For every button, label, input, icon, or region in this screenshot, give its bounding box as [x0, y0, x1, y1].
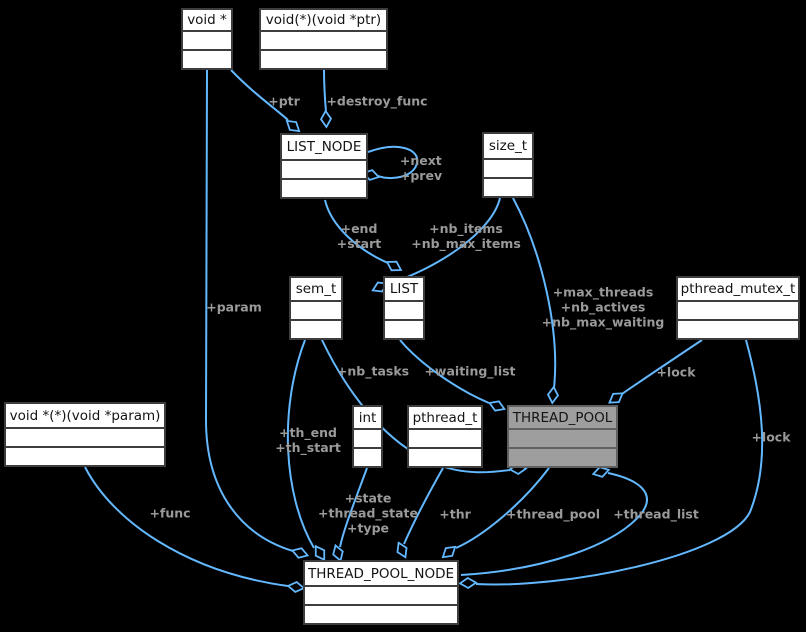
class-compartment	[484, 177, 532, 196]
class-compartment	[354, 447, 381, 466]
aggregation-diamond-thread-pool	[441, 545, 457, 559]
aggregation-diamond-thr	[396, 541, 408, 559]
class-box-list[interactable]: LIST	[383, 276, 425, 340]
edge-lock-pool	[621, 339, 703, 395]
class-title: LIST	[389, 281, 419, 297]
edge-destroy-func	[323, 69, 327, 113]
class-compartment	[678, 319, 798, 338]
class-box-size-t[interactable]: size_t	[482, 132, 534, 198]
class-compartment	[305, 604, 457, 623]
class-title: LIST_NODE	[286, 139, 362, 155]
edge-label-lock-pool: +lock	[656, 364, 696, 380]
class-title: int	[358, 409, 377, 426]
edge-label-next-prev: +next +prev	[399, 153, 443, 183]
class-compartment	[385, 319, 423, 338]
edge-label-state: +state +thread_state +type	[318, 490, 418, 536]
class-title: void(*)(void *ptr)	[265, 12, 382, 28]
edge-label-destroy-func: +destroy_func	[326, 93, 428, 109]
class-compartment	[385, 300, 423, 319]
edge-func	[84, 466, 289, 587]
edge-label-end-start: +end +start	[336, 221, 382, 251]
class-title: void *(*)(void *param)	[9, 407, 161, 424]
class-compartment	[282, 178, 366, 197]
edge-state	[339, 467, 368, 548]
edge-label-nb-items: +nb_items +nb_max_items	[411, 221, 521, 251]
edge-lock-node	[475, 339, 764, 586]
class-title: pthread_mutex_t	[680, 281, 796, 297]
edge-max-threads	[512, 197, 557, 389]
class-box-void-ptr[interactable]: void *	[181, 8, 233, 70]
class-box-thread-pool-node[interactable]: THREAD_POOL_NODE	[303, 560, 459, 625]
class-box-void-fn-ptr[interactable]: void(*)(void *ptr)	[259, 8, 388, 70]
edge-label-th-end-start: +th_end +th_start	[275, 425, 341, 455]
class-box-list-node[interactable]: LIST_NODE	[280, 133, 368, 199]
class-box-pthread-mutex-t[interactable]: pthread_mutex_t	[676, 276, 800, 340]
class-compartment	[409, 428, 481, 447]
class-box-sem-t[interactable]: sem_t	[289, 276, 343, 340]
aggregation-diamond-th	[314, 544, 326, 562]
aggregation-diamond-end-start	[385, 260, 403, 272]
edge-label-param: +param	[206, 299, 262, 315]
class-compartment	[484, 158, 532, 177]
class-compartment	[291, 319, 341, 338]
aggregation-diamond-destroy-func	[319, 109, 333, 129]
edge-thr	[403, 467, 444, 545]
edge-next-prev-selfloop	[367, 145, 419, 180]
edge-ptr	[230, 69, 289, 121]
edge-label-thread-list: +thread_list	[613, 506, 699, 522]
class-compartment	[354, 428, 381, 447]
aggregation-diamond-lock-pool	[608, 392, 624, 404]
class-compartment	[6, 446, 164, 465]
edge-th-end-start	[286, 339, 315, 549]
class-title: THREAD_POOL	[512, 409, 613, 426]
class-compartment	[6, 427, 164, 446]
class-title: pthread_t	[412, 409, 478, 426]
class-title: sem_t	[295, 281, 337, 297]
edge-thread-list	[460, 472, 648, 576]
class-box-void-fn-param[interactable]: void *(*)(void *param)	[4, 402, 166, 467]
edge-label-func: +func	[149, 505, 191, 521]
edge-label-lock-node: +lock	[751, 429, 791, 445]
class-compartment	[261, 49, 386, 68]
edge-thread-pool	[455, 467, 550, 549]
class-compartment	[261, 30, 386, 49]
class-compartment	[183, 30, 231, 49]
edge-label-max-threads: +max_threads +nb_actives +nb_max_waiting	[541, 284, 665, 330]
aggregation-diamond-param	[290, 547, 310, 559]
aggregation-diamond-lock-node	[458, 576, 478, 590]
class-box-pthread-t[interactable]: pthread_t	[407, 405, 483, 468]
class-box-int[interactable]: int	[352, 405, 383, 468]
edge-end-start	[324, 199, 389, 264]
edge-label-nb-tasks: +nb_tasks	[336, 363, 410, 379]
edge-label-waiting-list: +waiting_list	[424, 363, 516, 379]
class-compartment	[409, 447, 481, 466]
class-title: void *	[187, 12, 227, 28]
edge-label-ptr: +ptr	[268, 93, 300, 109]
class-box-thread-pool[interactable]: THREAD_POOL	[507, 405, 618, 468]
aggregation-diamond-waiting-list	[488, 400, 506, 412]
edge-label-thr: +thr	[439, 506, 471, 522]
class-title: THREAD_POOL_NODE	[308, 565, 455, 582]
class-compartment	[305, 585, 457, 604]
edge-waiting-list	[399, 339, 490, 404]
class-compartment	[291, 300, 341, 319]
class-compartment	[509, 428, 616, 447]
class-compartment	[282, 159, 366, 178]
class-title: size_t	[488, 138, 528, 154]
aggregation-diamond-max-threads	[546, 385, 560, 405]
class-compartment	[509, 447, 616, 466]
class-compartment	[678, 300, 798, 319]
class-compartment	[183, 49, 231, 68]
aggregation-diamond-thread-list	[591, 466, 611, 478]
edge-param	[204, 69, 294, 552]
aggregation-diamond-ptr	[285, 119, 301, 133]
edge-label-thread-pool: +thread_pool	[505, 506, 601, 522]
